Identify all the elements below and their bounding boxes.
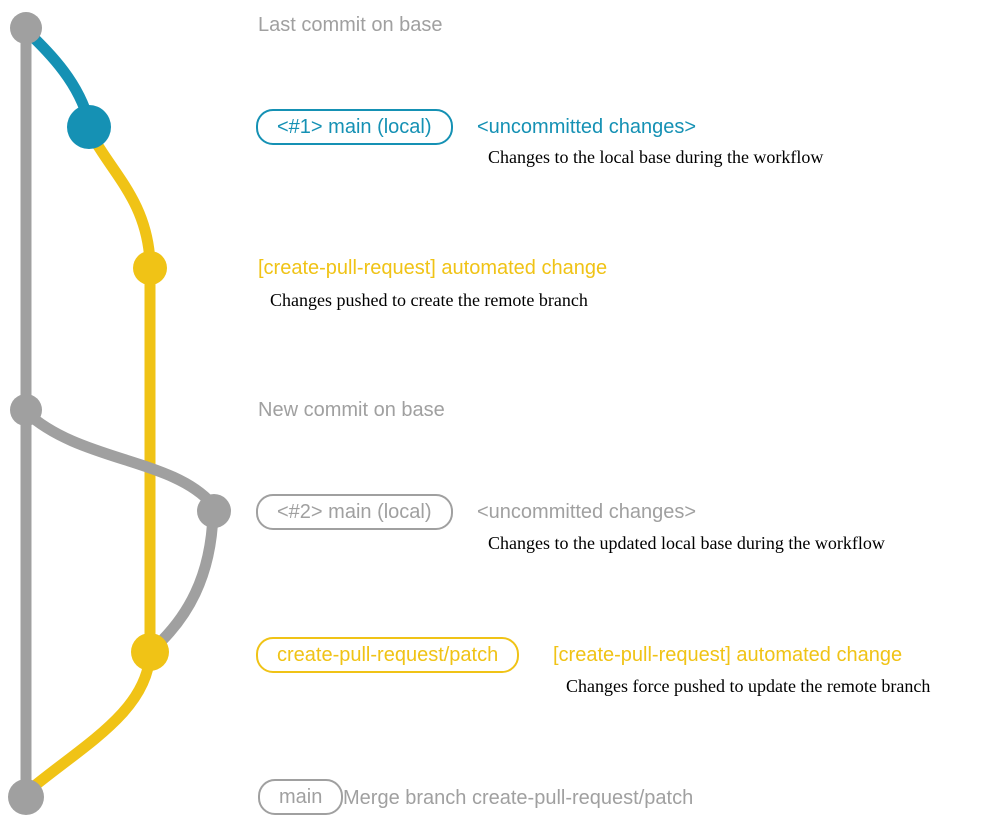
caption-pushed-create-branch: Changes pushed to create the remote bran… — [270, 290, 588, 310]
label-automated-change-2: [create-pull-request] automated change — [553, 644, 903, 666]
caption-force-pushed-update-branch: Changes force pushed to update the remot… — [566, 676, 931, 696]
label-uncommitted-changes-1: <uncommitted changes> — [477, 116, 697, 138]
edge-patch-update — [146, 508, 219, 656]
edge-patch-create — [85, 128, 156, 268]
caption-local-base-changes-1: Changes to the local base during the wor… — [488, 147, 824, 167]
commit-node-merge — [8, 779, 44, 815]
caption-local-base-changes-2: Changes to the updated local base during… — [488, 533, 885, 553]
branch-badge-main-local-2: <#2> main (local) — [256, 494, 453, 530]
label-merge-branch: Merge branch create-pull-request/patch — [343, 787, 694, 809]
commit-node-cpr-1 — [133, 251, 167, 285]
edge-merge-to-main — [21, 648, 156, 798]
branch-badge-main-local-1: <#1> main (local) — [256, 109, 453, 145]
label-automated-change-1: [create-pull-request] automated change — [258, 257, 608, 279]
branch-badge-create-pull-request-patch: create-pull-request/patch — [256, 637, 520, 673]
label-new-commit-on-base: New commit on base — [258, 399, 445, 421]
commit-node-last-base — [10, 12, 42, 44]
git-graph — [8, 12, 231, 815]
commit-node-new-base — [10, 394, 42, 426]
label-last-commit-on-base: Last commit on base — [258, 14, 443, 36]
commit-node-cpr-2 — [131, 633, 169, 671]
commit-node-local-2 — [197, 494, 231, 528]
edge-local-main-2 — [20, 406, 218, 510]
commit-node-local-1 — [67, 105, 111, 149]
label-uncommitted-changes-2: <uncommitted changes> — [477, 501, 697, 523]
branch-badge-main: main — [258, 779, 344, 815]
